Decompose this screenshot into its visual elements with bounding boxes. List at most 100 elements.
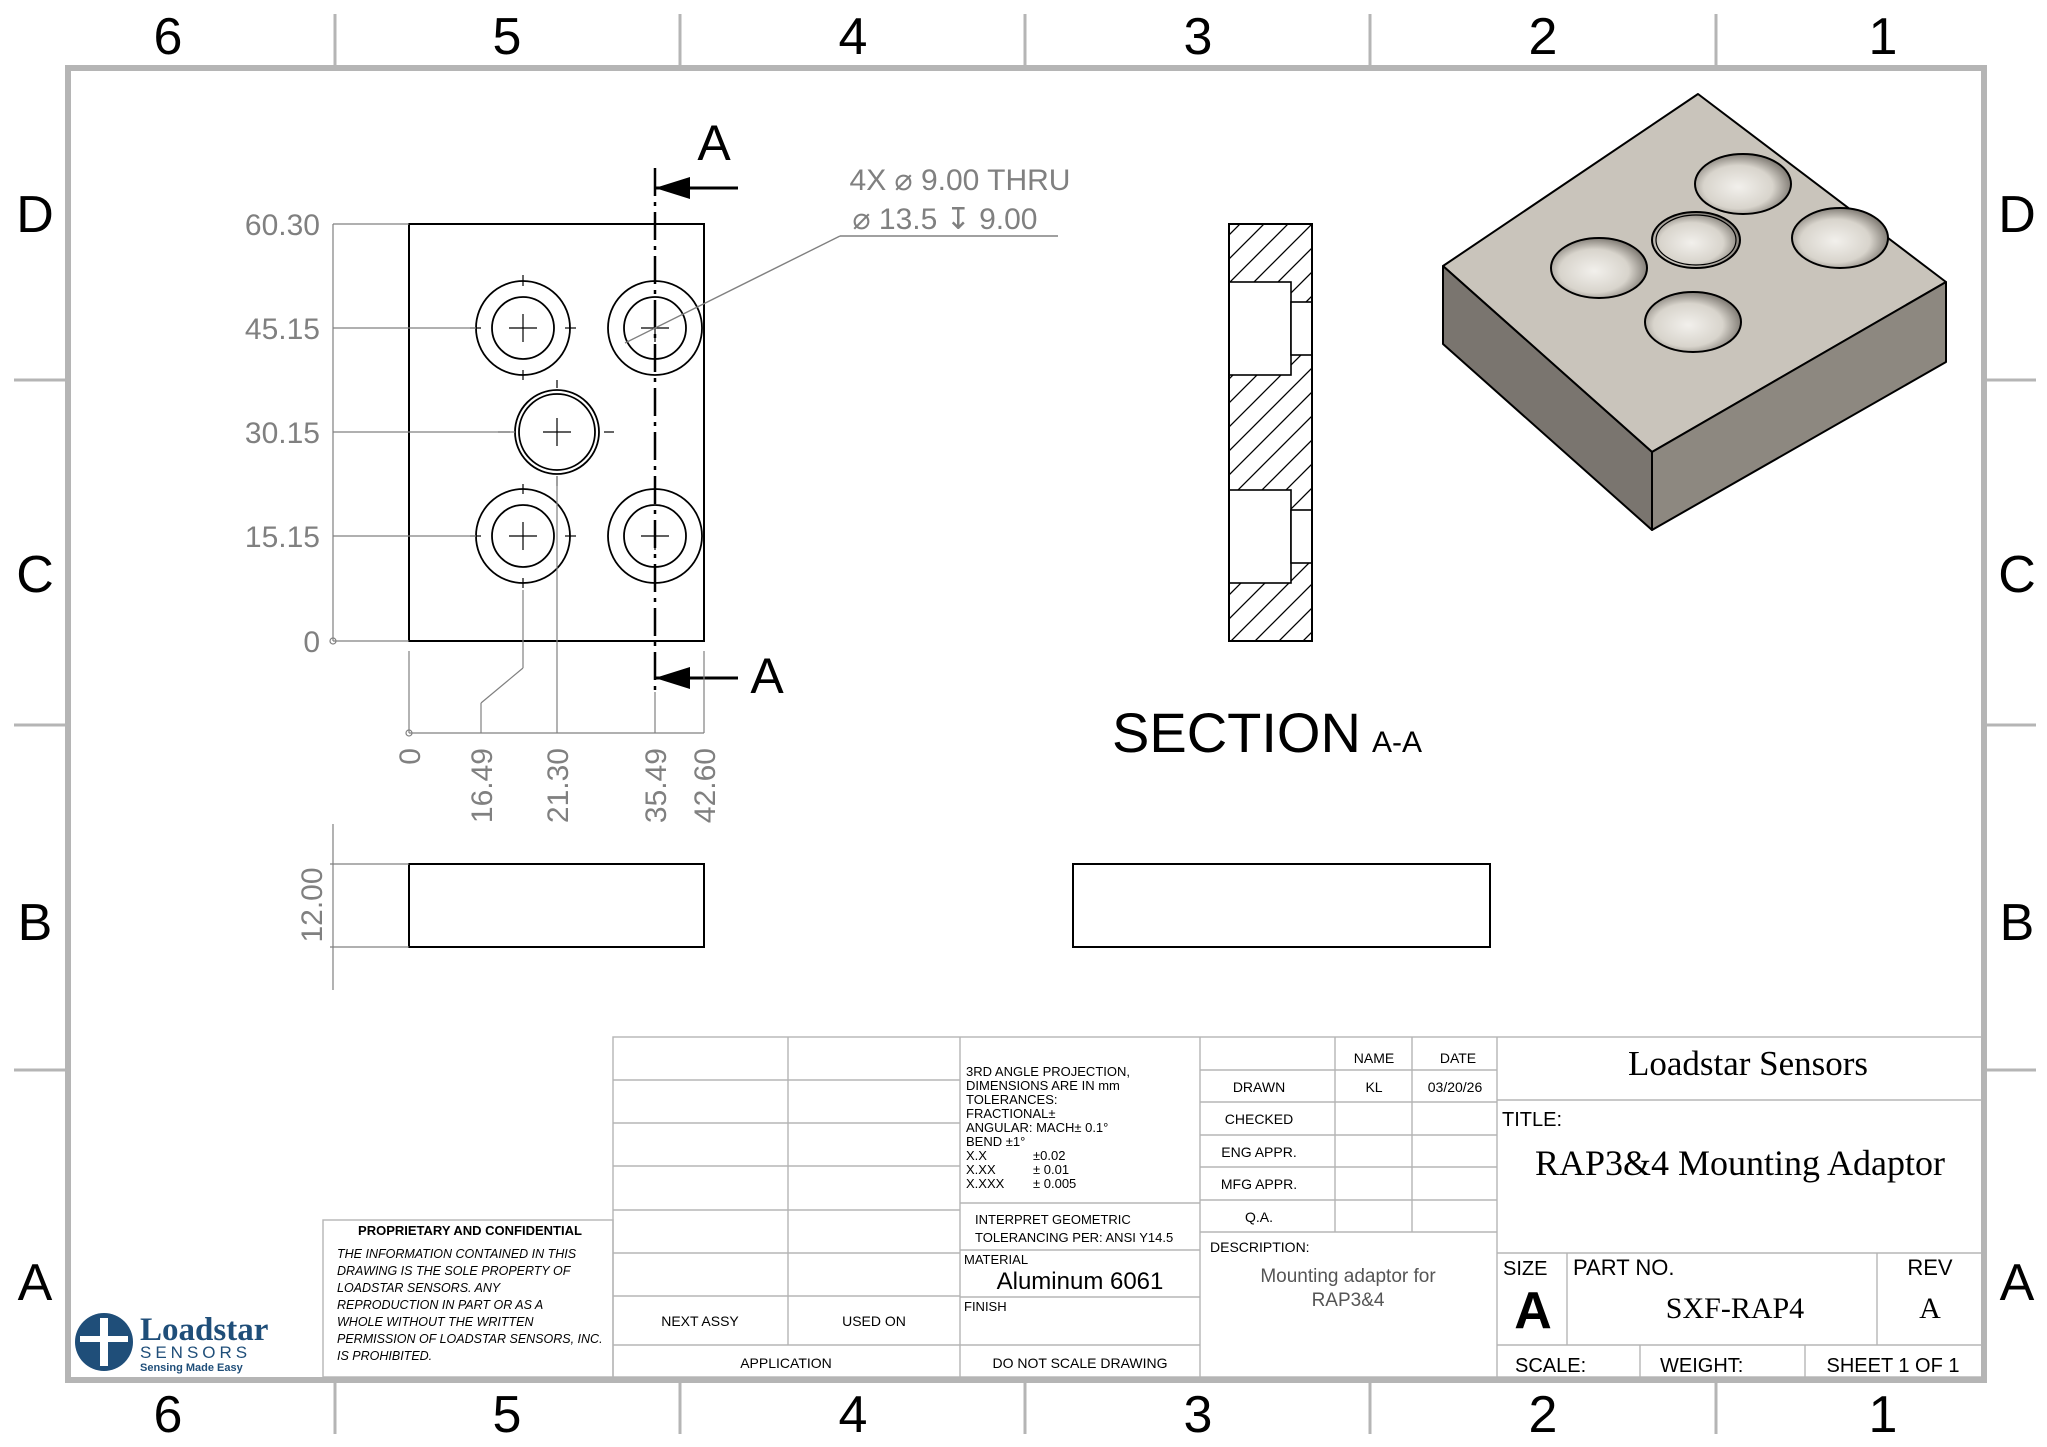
y-ordinate-dimensions	[329, 223, 515, 645]
column-label-1-bottom: 1	[1869, 1386, 1898, 1444]
tolerance-line: DIMENSIONS ARE IN mm	[966, 1078, 1120, 1093]
iso-hole-front	[1644, 291, 1742, 353]
description-line2: RAP3&4	[1312, 1290, 1385, 1311]
company-name: Loadstar Sensors	[1628, 1044, 1868, 1083]
x-ordinate-dimensions	[405, 476, 705, 737]
hole-note-line1: 4X ⌀ 9.00 THRU	[850, 164, 1071, 197]
column-label-1: 1	[1869, 8, 1898, 66]
thickness-dim: 12.00	[296, 867, 329, 942]
interpret-line2: TOLERANCING PER: ANSI Y14.5	[975, 1230, 1173, 1245]
material-value: Aluminum 6061	[997, 1268, 1164, 1295]
size-value: A	[1514, 1282, 1552, 1340]
proprietary-line: REPRODUCTION IN PART OR AS A	[337, 1298, 543, 1312]
front-view: A A 4X ⌀ 9.00 THRU ⌀ 13.5 ↧ 9.00 60.30 4…	[245, 115, 1071, 823]
top-view	[1072, 863, 1491, 948]
column-label-6: 6	[154, 8, 183, 66]
column-label-3: 3	[1184, 8, 1213, 66]
tol-row-label: X.XXX	[966, 1176, 1005, 1191]
material-label: MATERIAL	[964, 1252, 1028, 1267]
tol-row-value: ± 0.01	[1033, 1162, 1069, 1177]
row-label-d-right: D	[1998, 186, 2036, 244]
logo-tagline: Sensing Made Easy	[140, 1362, 244, 1374]
iso-hole-right	[1791, 207, 1889, 269]
loadstar-logo: Loadstar SENSORS Sensing Made Easy	[75, 1312, 268, 1374]
x-dim-35-49: 35.49	[640, 748, 673, 823]
description-line1: Mounting adaptor for	[1260, 1266, 1436, 1287]
row-label-a: A	[18, 1254, 53, 1312]
date-header: DATE	[1440, 1050, 1476, 1066]
row-label-a-right: A	[2000, 1254, 2035, 1312]
column-label-2: 2	[1529, 8, 1558, 66]
isometric-view	[1442, 93, 1947, 531]
tolerance-line: TOLERANCES:	[966, 1092, 1058, 1107]
proprietary-line: WHOLE WITHOUT THE WRITTEN	[337, 1315, 534, 1329]
application-label: APPLICATION	[740, 1355, 832, 1371]
x-dim-42-60: 42.60	[689, 748, 722, 823]
approval-role-checked: CHECKED	[1225, 1111, 1293, 1127]
y-dim-15-15: 15.15	[245, 521, 320, 554]
description-label: DESCRIPTION:	[1210, 1239, 1310, 1255]
part-no-value: SXF-RAP4	[1666, 1292, 1804, 1325]
tolerance-line: 3RD ANGLE PROJECTION,	[966, 1064, 1130, 1079]
row-label-d: D	[16, 186, 54, 244]
interpret-line1: INTERPRET GEOMETRIC	[975, 1212, 1131, 1227]
approval-name-drawn: KL	[1365, 1079, 1382, 1095]
section-label: SECTION	[1112, 701, 1361, 764]
scale-label: SCALE:	[1515, 1355, 1586, 1377]
tolerance-line: BEND ±1°	[966, 1134, 1025, 1149]
tol-row-label: X.X	[966, 1148, 987, 1163]
hole-callout: 4X ⌀ 9.00 THRU ⌀ 13.5 ↧ 9.00	[624, 164, 1071, 344]
column-label-4: 4	[839, 8, 868, 66]
drawing-title: RAP3&4 Mounting Adaptor	[1535, 1143, 1945, 1183]
title-label: TITLE:	[1502, 1109, 1562, 1131]
tol-row-value: ±0.02	[1033, 1148, 1065, 1163]
proprietary-line: IS PROHIBITED.	[337, 1349, 432, 1363]
row-label-c: C	[16, 546, 54, 604]
proprietary-line: PERMISSION OF LOADSTAR SENSORS, INC.	[337, 1332, 603, 1346]
tol-row-value: ± 0.005	[1033, 1176, 1076, 1191]
approval-role-mfg: MFG APPR.	[1221, 1176, 1297, 1192]
row-label-b: B	[18, 894, 53, 952]
y-dim-45-15: 45.15	[245, 313, 320, 346]
iso-hole-left	[1550, 237, 1648, 299]
logo-sub: SENSORS	[140, 1343, 251, 1362]
tolerance-line: ANGULAR: MACH± 0.1°	[966, 1120, 1108, 1135]
hole-note-line2: ⌀ 13.5 ↧ 9.00	[853, 203, 1038, 236]
approval-role-drawn: DRAWN	[1233, 1079, 1285, 1095]
section-marker-bottom: A	[750, 648, 784, 704]
rev-value: A	[1919, 1292, 1941, 1325]
approval-role-qa: Q.A.	[1245, 1209, 1273, 1225]
section-marker-top: A	[697, 115, 731, 171]
y-dim-0: 0	[303, 626, 320, 659]
y-dim-30-15: 30.15	[245, 417, 320, 450]
name-header: NAME	[1354, 1050, 1394, 1066]
section-line-a-a	[653, 168, 738, 692]
section-view	[1228, 223, 1313, 642]
sheet-border: 6 5 4 3 2 1 6 5 4 3 2 1 D C B A D C B A	[14, 8, 2036, 1444]
column-label-5: 5	[493, 8, 522, 66]
sheet-label: SHEET 1 OF 1	[1826, 1355, 1959, 1377]
x-dim-16-49: 16.49	[466, 748, 499, 823]
iso-hole-center	[1651, 211, 1741, 269]
row-label-c-right: C	[1998, 546, 2036, 604]
tolerance-line: FRACTIONAL±	[966, 1106, 1055, 1121]
next-assy-label: NEXT ASSY	[661, 1313, 739, 1329]
column-label-2-bottom: 2	[1529, 1386, 1558, 1444]
row-label-b-right: B	[2000, 894, 2035, 952]
proprietary-line: LOADSTAR SENSORS. ANY	[337, 1281, 502, 1295]
tol-row-label: X.XX	[966, 1162, 996, 1177]
do-not-scale-label: DO NOT SCALE DRAWING	[992, 1355, 1167, 1371]
finish-label: FINISH	[964, 1299, 1007, 1314]
section-sublabel: A-A	[1372, 726, 1422, 759]
size-label: SIZE	[1503, 1258, 1547, 1280]
x-dim-21-30: 21.30	[542, 748, 575, 823]
y-dim-60-30: 60.30	[245, 209, 320, 242]
column-label-4-bottom: 4	[839, 1386, 868, 1444]
proprietary-heading: PROPRIETARY AND CONFIDENTIAL	[358, 1223, 582, 1238]
column-label-6-bottom: 6	[154, 1386, 183, 1444]
rev-label: REV	[1907, 1255, 1953, 1280]
approval-role-eng: ENG APPR.	[1221, 1144, 1296, 1160]
side-view: 12.00	[296, 824, 705, 990]
logo-name: Loadstar	[140, 1312, 268, 1348]
